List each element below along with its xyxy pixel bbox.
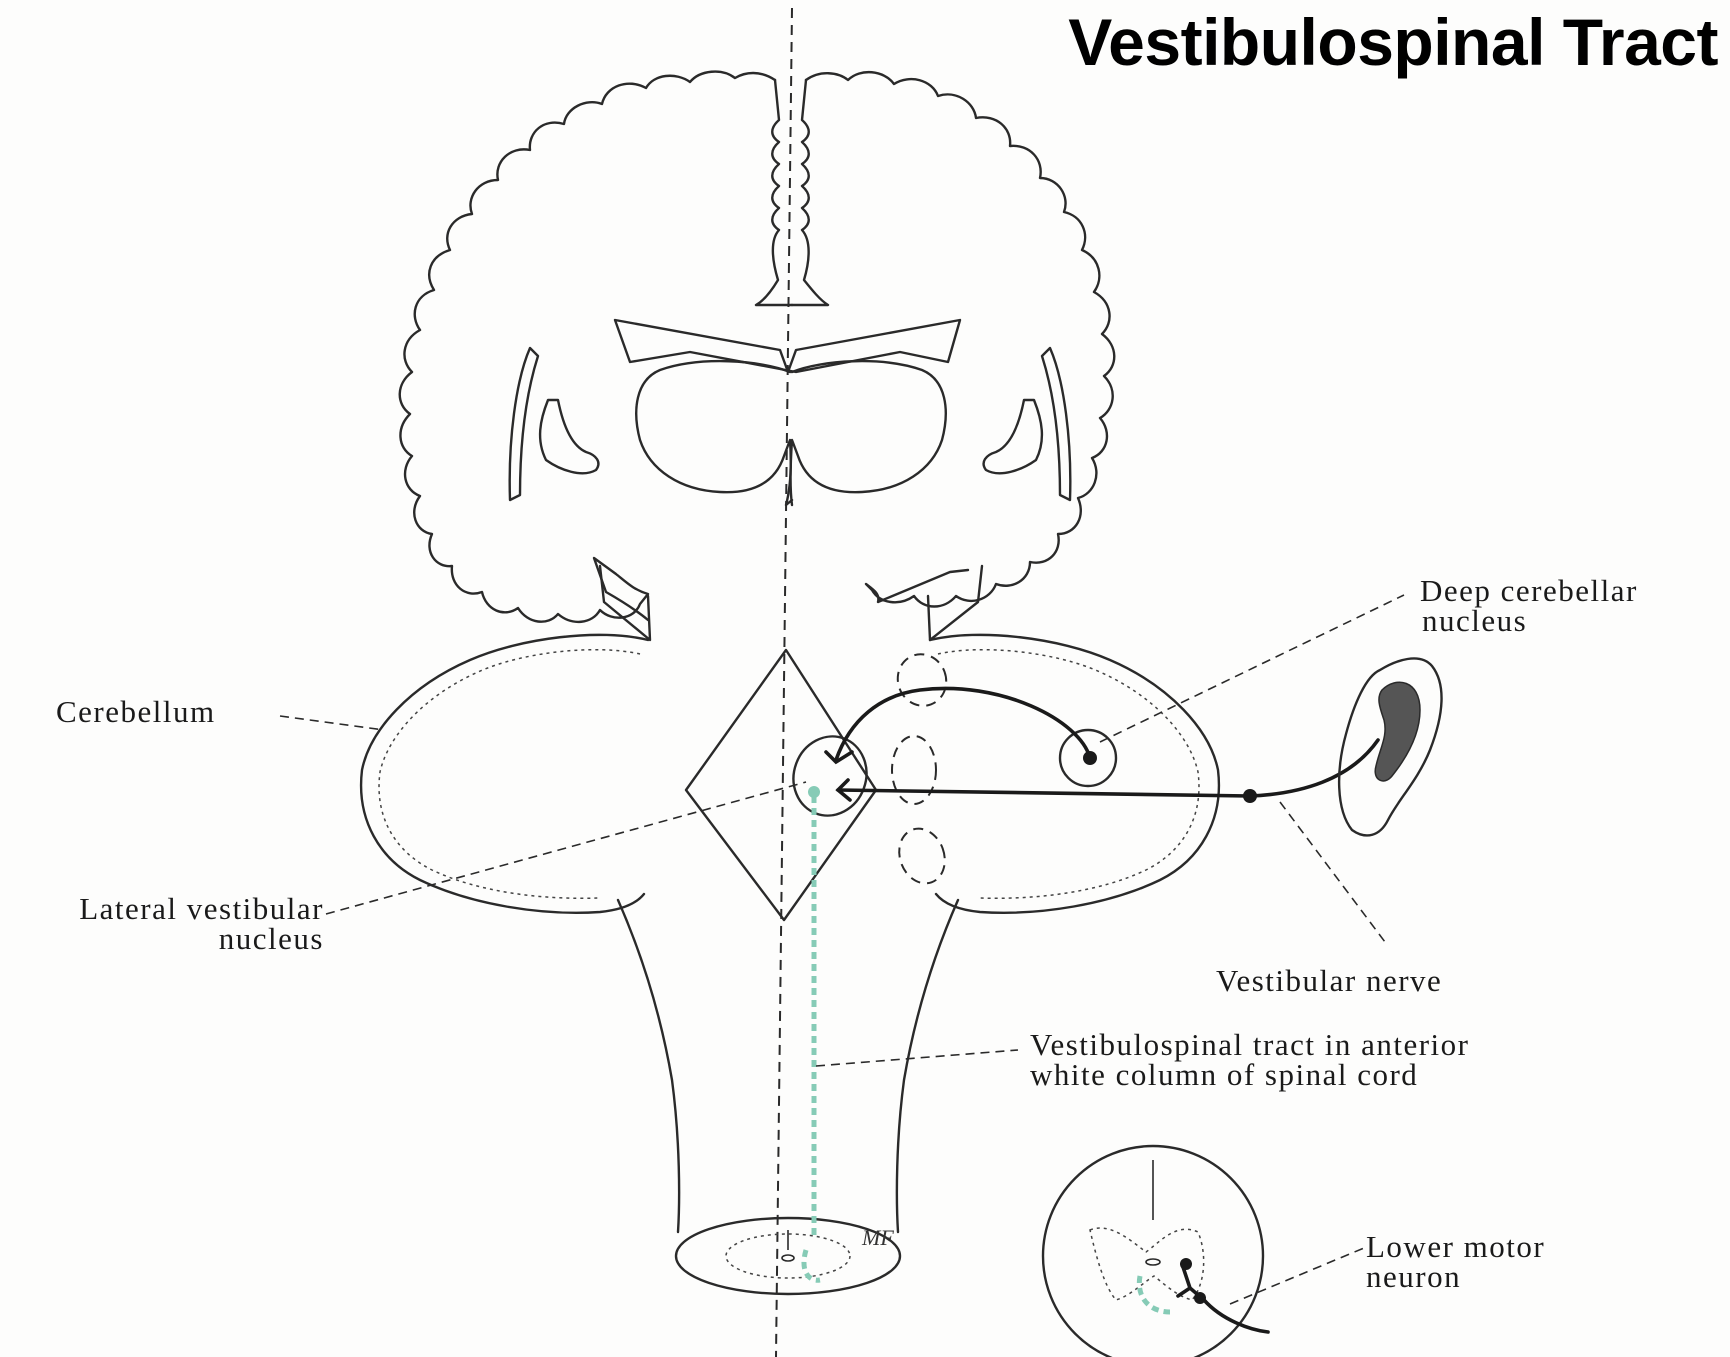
tract-end-left xyxy=(804,1250,820,1280)
leader-vestibulospinal-tract xyxy=(816,1050,1018,1066)
vestibular-ganglion xyxy=(1243,789,1257,803)
left-lentiform xyxy=(540,400,598,473)
right-lentiform xyxy=(984,400,1042,473)
ear-concha xyxy=(1375,682,1420,781)
right-internal-capsule xyxy=(1042,348,1070,500)
left-thalamus xyxy=(636,361,792,505)
label-lateral-vestibular-nucleus: Lateral vestibular nucleus xyxy=(10,894,324,954)
leader-cerebellum xyxy=(280,716,384,730)
lower-motor-neuron-terminal xyxy=(1194,1292,1206,1304)
cerebellum-left-folia xyxy=(379,650,640,899)
label-vestibulospinal-tract: Vestibulospinal tract in anterior white … xyxy=(1030,1030,1469,1090)
corpus-callosum xyxy=(615,320,960,372)
dashed-nucleus-3 xyxy=(892,822,952,890)
central-canal xyxy=(782,1255,794,1261)
cerebellum-left xyxy=(361,635,648,913)
label-deep-cerebellar-nucleus: Deep cerebellar nucleus xyxy=(1420,576,1638,636)
artist-initials: MF xyxy=(861,1225,894,1250)
lower-motor-neuron-body xyxy=(1180,1258,1192,1270)
cerebellum-right xyxy=(930,635,1219,913)
dashed-nucleus-1 xyxy=(891,647,954,712)
cerebellar-vestibular-fibre xyxy=(836,688,1090,760)
right-hemisphere-medial xyxy=(792,80,828,305)
right-thalamus xyxy=(791,361,946,505)
spinal-central-canal xyxy=(1146,1259,1160,1265)
midline xyxy=(776,8,792,1357)
brainstem-right xyxy=(897,900,958,1232)
left-hemisphere-medial xyxy=(756,80,792,305)
label-vestibular-nerve: Vestibular nerve xyxy=(1216,966,1442,996)
lateral-vestibular-nucleus xyxy=(782,726,877,826)
dashed-nucleus-2 xyxy=(892,736,936,804)
page-title: Vestibulospinal Tract xyxy=(1068,4,1718,80)
left-internal-capsule xyxy=(510,348,538,500)
vestibular-nerve-fibre xyxy=(838,740,1378,796)
cerebellum-right-folia xyxy=(938,650,1199,899)
spinal-tract-fibres xyxy=(1139,1276,1170,1312)
leader-lower-motor-neuron xyxy=(1230,1248,1364,1304)
leader-deep-cerebellar xyxy=(1100,595,1404,742)
leader-vestibular-nerve xyxy=(1280,802,1388,946)
label-lower-motor-neuron: Lower motor neuron xyxy=(1366,1232,1545,1292)
label-cerebellum: Cerebellum xyxy=(56,697,216,727)
left-cerebral-hemisphere xyxy=(400,72,775,622)
brainstem-left xyxy=(618,900,679,1232)
leader-lateral-vestibular xyxy=(326,782,806,914)
